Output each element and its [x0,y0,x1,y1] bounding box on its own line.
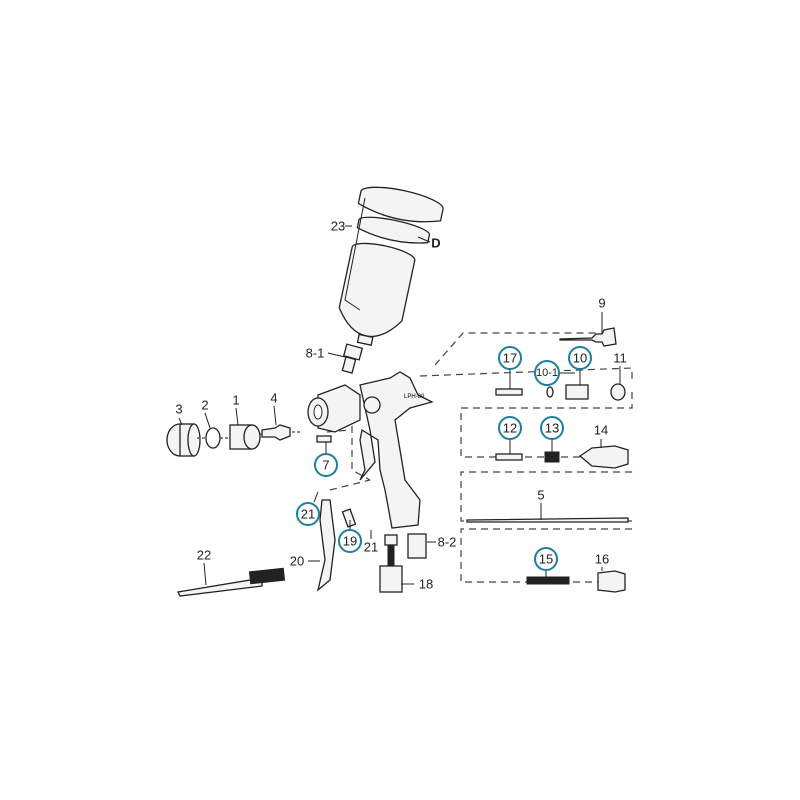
label-8-2: 8-2 [438,535,457,550]
label-5: 5 [537,488,544,503]
leader-lines [178,312,621,586]
svg-text:23: 23 [331,219,345,234]
svg-text:5: 5 [537,488,544,503]
svg-text:10: 10 [573,351,587,366]
label-16: 16 [595,552,609,567]
label-15: 15 [534,547,558,571]
svg-text:21: 21 [301,507,315,522]
label-20: 20 [290,554,304,569]
svg-text:11: 11 [613,351,627,366]
svg-text:D: D [431,236,440,251]
svg-text:12: 12 [503,421,517,436]
svg-text:2: 2 [201,398,208,413]
svg-text:8-1: 8-1 [306,346,325,361]
svg-text:19: 19 [343,534,357,549]
svg-text:17: 17 [503,351,517,366]
svg-text:3: 3 [175,402,182,417]
svg-text:18: 18 [419,577,433,592]
label-3: 3 [175,402,182,417]
label-D: D [431,236,440,251]
label-18: 18 [419,577,433,592]
label-10-1: 10-1 [534,360,560,386]
gun-model-marking: LPH-80 [404,394,425,400]
right-side-parts [466,327,629,593]
svg-text:9: 9 [598,296,605,311]
gun-body: LPH-80 [307,371,434,529]
label-21: 21 [364,540,378,555]
svg-text:21: 21 [364,540,378,555]
lower-parts [177,499,436,597]
air-cap-assembly [166,423,332,457]
svg-text:13: 13 [545,421,559,436]
svg-text:22: 22 [197,548,211,563]
label-14: 14 [594,423,608,438]
svg-text:10-1: 10-1 [536,367,558,379]
label-23: 23 [331,219,345,234]
label-4: 4 [270,391,277,406]
label-13: 13 [540,416,564,440]
svg-text:14: 14 [594,423,608,438]
label-1: 1 [232,393,239,408]
svg-text:4: 4 [270,391,277,406]
part-labels: 23 D 9 8-1 17 10 10-1 11 3 2 1 4 12 13 1… [175,219,626,592]
label-17: 17 [498,346,522,370]
label-21-circled: 21 [296,502,320,526]
paint-cup-assembly [338,186,444,346]
label-22: 22 [197,548,211,563]
label-19: 19 [338,529,362,553]
svg-text:20: 20 [290,554,304,569]
svg-text:1: 1 [232,393,239,408]
label-9: 9 [598,296,605,311]
label-2: 2 [201,398,208,413]
cup-adapter-8-1 [327,343,364,374]
label-12: 12 [498,416,522,440]
label-8-1: 8-1 [306,346,325,361]
svg-text:8-2: 8-2 [438,535,457,550]
label-10: 10 [568,346,592,370]
label-7: 7 [314,453,338,477]
label-11: 11 [613,351,627,366]
svg-text:15: 15 [539,552,553,567]
svg-text:16: 16 [595,552,609,567]
svg-text:7: 7 [322,458,329,473]
